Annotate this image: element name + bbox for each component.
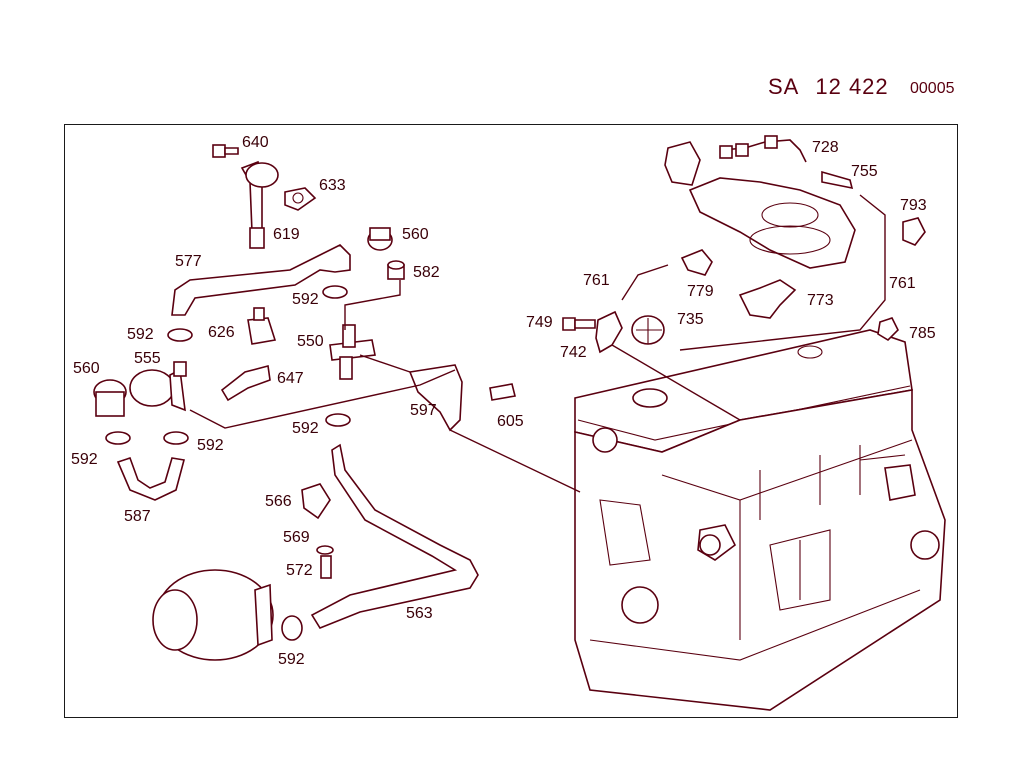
label-569: 569 xyxy=(283,529,310,546)
label-605: 605 xyxy=(497,413,524,430)
label-592-f: 592 xyxy=(278,651,305,668)
label-785: 785 xyxy=(909,325,936,342)
label-619: 619 xyxy=(273,226,300,243)
callout-labels: 640 633 619 560 582 577 592 592 626 550 … xyxy=(71,134,936,668)
label-640: 640 xyxy=(242,134,269,151)
engine-block xyxy=(574,329,946,711)
label-728: 728 xyxy=(812,139,839,156)
label-550: 550 xyxy=(297,333,324,350)
label-647: 647 xyxy=(277,370,304,387)
label-749: 749 xyxy=(526,314,553,331)
label-582: 582 xyxy=(413,264,440,281)
drawing-code: SA 12 422 xyxy=(768,74,889,100)
label-633: 633 xyxy=(319,177,346,194)
label-626: 626 xyxy=(208,324,235,341)
label-592-a: 592 xyxy=(292,291,319,308)
left-parts xyxy=(93,144,516,661)
label-587: 587 xyxy=(124,508,151,525)
label-555: 555 xyxy=(134,350,161,367)
label-560-left: 560 xyxy=(73,360,100,377)
label-592-b: 592 xyxy=(127,326,154,343)
label-566: 566 xyxy=(265,493,292,510)
diagram-frame xyxy=(64,124,958,718)
label-755: 755 xyxy=(851,163,878,180)
label-779: 779 xyxy=(687,283,714,300)
label-560-top: 560 xyxy=(402,226,429,243)
label-577: 577 xyxy=(175,253,202,270)
sheet-number: 00005 xyxy=(910,80,955,97)
drawing-number: 12 422 xyxy=(815,74,889,99)
connector-lines xyxy=(189,280,741,493)
label-735: 735 xyxy=(677,311,704,328)
label-773: 773 xyxy=(807,292,834,309)
label-592-d: 592 xyxy=(71,451,98,468)
air-intake-assembly xyxy=(562,135,926,354)
drawing-prefix: SA xyxy=(768,74,800,99)
label-563: 563 xyxy=(406,605,433,622)
label-592-e: 592 xyxy=(197,437,224,454)
label-742: 742 xyxy=(560,344,587,361)
label-572: 572 xyxy=(286,562,313,579)
label-761-left: 761 xyxy=(583,272,610,289)
label-597: 597 xyxy=(410,402,437,419)
label-761-right: 761 xyxy=(889,275,916,292)
label-592-c: 592 xyxy=(292,420,319,437)
label-793: 793 xyxy=(900,197,927,214)
